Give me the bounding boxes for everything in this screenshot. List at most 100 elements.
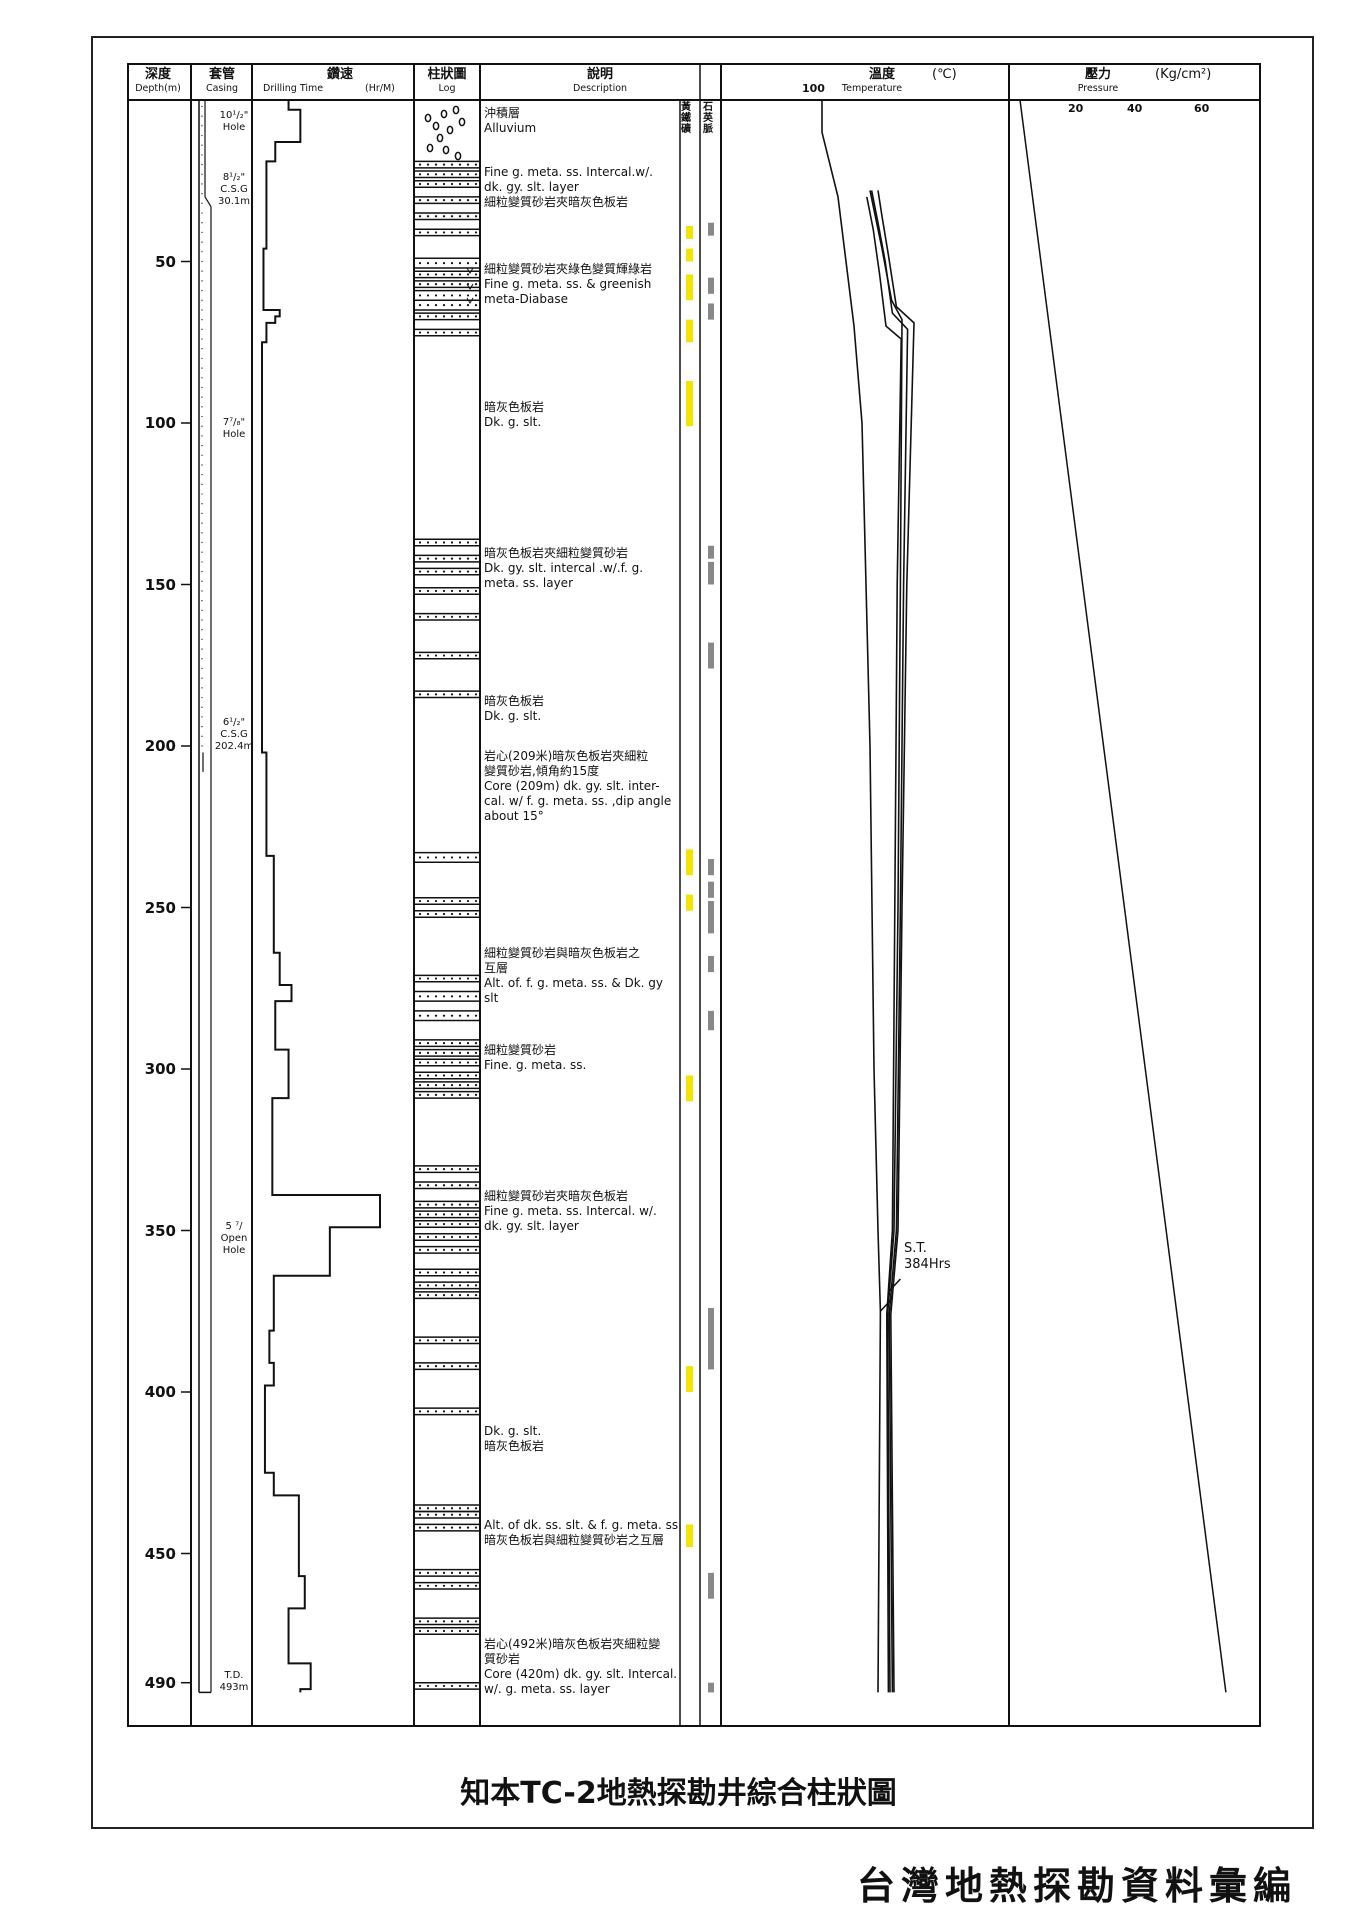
casing-label-line: 30.1m	[217, 195, 250, 207]
sandstone-dot	[450, 615, 454, 618]
quartz-vein-mark	[708, 1682, 714, 1693]
cement-dot	[201, 532, 203, 534]
cement-dot	[201, 687, 203, 689]
sandstone-dot	[434, 304, 438, 307]
sandstone-dot	[466, 1248, 470, 1251]
sandstone-dot	[450, 262, 454, 265]
sandstone-dot	[458, 1093, 462, 1096]
description-line: 互層	[484, 961, 509, 976]
cement-dot	[201, 512, 203, 515]
sandstone-dot	[442, 541, 446, 544]
sandstone-dot	[442, 315, 446, 318]
sandstone-dot	[434, 1294, 438, 1297]
cement-dot	[201, 638, 203, 641]
depth-tick-label: 400	[144, 1383, 176, 1401]
sandstone-dot	[418, 1365, 422, 1368]
sandstone-dot	[450, 1294, 454, 1297]
sandstone-dot	[474, 163, 478, 166]
sandstone-dot	[458, 231, 462, 234]
sandstone-dot	[418, 693, 422, 696]
sandstone-dot	[434, 315, 438, 318]
sandstone-dot	[466, 1526, 470, 1529]
cement-dot	[201, 609, 203, 612]
alluvium-pebble	[454, 151, 462, 161]
sandstone-dot	[434, 1184, 438, 1187]
sandstone-dot	[458, 693, 462, 696]
sandstone-dot	[418, 1620, 422, 1623]
sandstone-dot	[418, 995, 422, 998]
pyrite-mark	[686, 225, 693, 239]
sandstone-dot	[418, 1203, 422, 1206]
alluvium-pebble	[426, 143, 434, 153]
sandstone-dot	[434, 1168, 438, 1171]
sandstone-dot	[458, 1203, 462, 1206]
sandstone-dot	[450, 977, 454, 980]
header-pressure-unit: (Kg/cm²)	[1155, 67, 1212, 82]
header-description-zh: 說明	[586, 67, 613, 82]
sandstone-dot	[474, 1042, 478, 1045]
sandstone-dot	[450, 294, 454, 297]
header-drilling-en: Drilling Time	[263, 83, 324, 94]
sandstone-dot	[426, 331, 430, 334]
quartz-vein-mark	[708, 545, 714, 559]
sandstone-dot	[434, 1074, 438, 1077]
sandstone-dot	[458, 589, 462, 593]
description-line: w/. g. meta. ss. layer	[484, 1682, 610, 1697]
header-log-zh: 柱狀圖	[427, 67, 467, 82]
sandstone-dot	[474, 1365, 478, 1368]
sandstone-dot	[418, 1051, 422, 1054]
cement-dot	[201, 396, 203, 398]
sandstone-dot	[442, 1571, 446, 1574]
casing-label-line: 8¹/₂"	[222, 171, 246, 183]
temp-annotation-hrs: 384Hrs	[904, 1257, 951, 1272]
cement-dot	[201, 202, 203, 205]
sandstone-dot	[474, 541, 478, 544]
sandstone-dot	[474, 899, 478, 903]
pyrite-mark	[686, 248, 693, 262]
sandstone-dot	[442, 273, 446, 276]
sandstone-dot	[418, 1184, 422, 1187]
sandstone-dot	[466, 977, 470, 980]
sandstone-dot	[426, 199, 430, 202]
cement-dot	[201, 377, 203, 379]
sandstone-dot	[426, 1294, 430, 1297]
drilling-time-curve	[261, 100, 381, 1693]
sandstone-dot	[450, 1213, 454, 1216]
description-line: cal. w/ f. g. meta. ss. ,dip angle	[484, 794, 672, 809]
sandstone-dot	[458, 1513, 462, 1516]
sandstone-dot	[458, 1684, 462, 1688]
sandstone-dot	[466, 1235, 470, 1239]
sandstone-dot	[426, 1051, 430, 1054]
sandstone-dot	[418, 1513, 422, 1516]
sandstone-dot	[450, 1571, 454, 1574]
header-temperature-en: Temperature	[841, 83, 903, 94]
temperature-scale-100: 100	[802, 82, 825, 95]
description-line: Dk. g. slt.	[484, 709, 542, 724]
sandstone-dot	[418, 541, 422, 544]
cement-dot	[201, 328, 203, 331]
table-border	[127, 63, 1261, 1727]
sandstone-dot	[418, 1410, 422, 1413]
sandstone-dot	[426, 304, 430, 307]
sandstone-dot	[474, 1248, 478, 1251]
quartz-vein-mark	[708, 561, 714, 585]
cement-dot	[201, 658, 203, 660]
sandstone-dot	[466, 570, 470, 573]
sandstone-dot	[434, 331, 438, 334]
sandstone-dot	[458, 1042, 462, 1045]
sandstone-dot	[426, 262, 430, 265]
header-casing-en: Casing	[205, 83, 239, 94]
sandstone-dot	[474, 1513, 478, 1516]
sandstone-dot	[458, 977, 462, 980]
cement-dot	[201, 706, 203, 708]
casing-label-line: C.S.G	[220, 729, 248, 741]
sandstone-dot	[466, 856, 470, 859]
sandstone-dot	[418, 1584, 422, 1587]
sandstone-dot	[426, 589, 430, 593]
sandstone-dot	[418, 315, 422, 318]
sandstone-dot	[442, 1084, 446, 1087]
header-description-en: Description	[572, 83, 628, 94]
cement-dot	[201, 173, 203, 175]
sandstone-dot	[450, 1093, 454, 1096]
description-line: Fine g. meta. ss. Intercal.w/.	[484, 164, 653, 179]
